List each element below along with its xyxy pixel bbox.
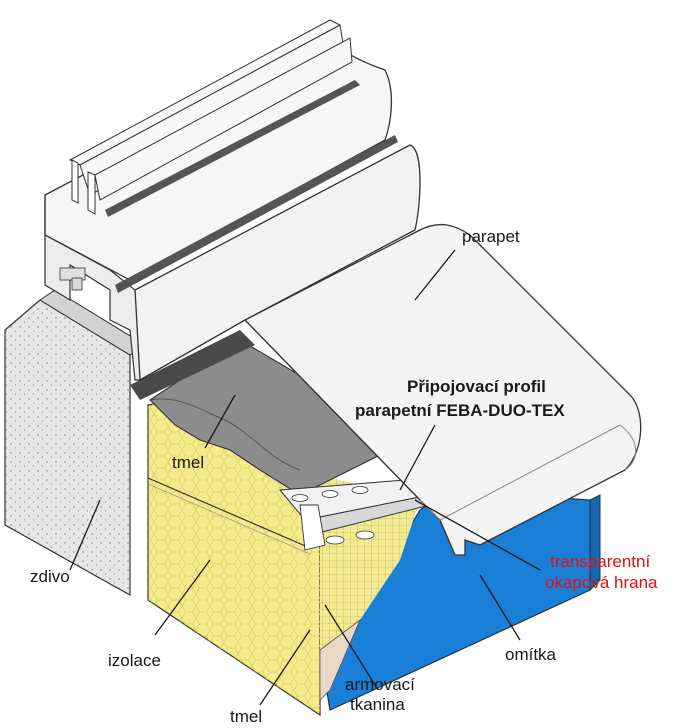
window-frame [44,19,421,382]
label-tmel-bottom: tmel [230,707,262,726]
label-armovaci-line2: tkanina [350,695,405,714]
label-tmel-top: tmel [172,453,204,472]
label-omitka: omítka [505,645,557,664]
label-izolace: izolace [108,651,161,670]
label-transparent-line2: okapová hrana [545,573,658,592]
connecting-profile [278,479,432,551]
label-profile-line1: Připojovací profil [407,377,546,396]
masonry-wall [4,289,146,597]
window-sill [243,223,642,556]
leader-lines [69,249,541,706]
label-transparent-line1: transparentní [550,552,650,571]
label-zdivo: zdivo [30,567,70,586]
sealant-top [130,330,412,496]
label-profile-line2: parapetní FEBA-DUO-TEX [355,401,565,420]
label-parapet: parapet [462,227,520,246]
label-armovaci-line1: armovací [345,675,415,694]
